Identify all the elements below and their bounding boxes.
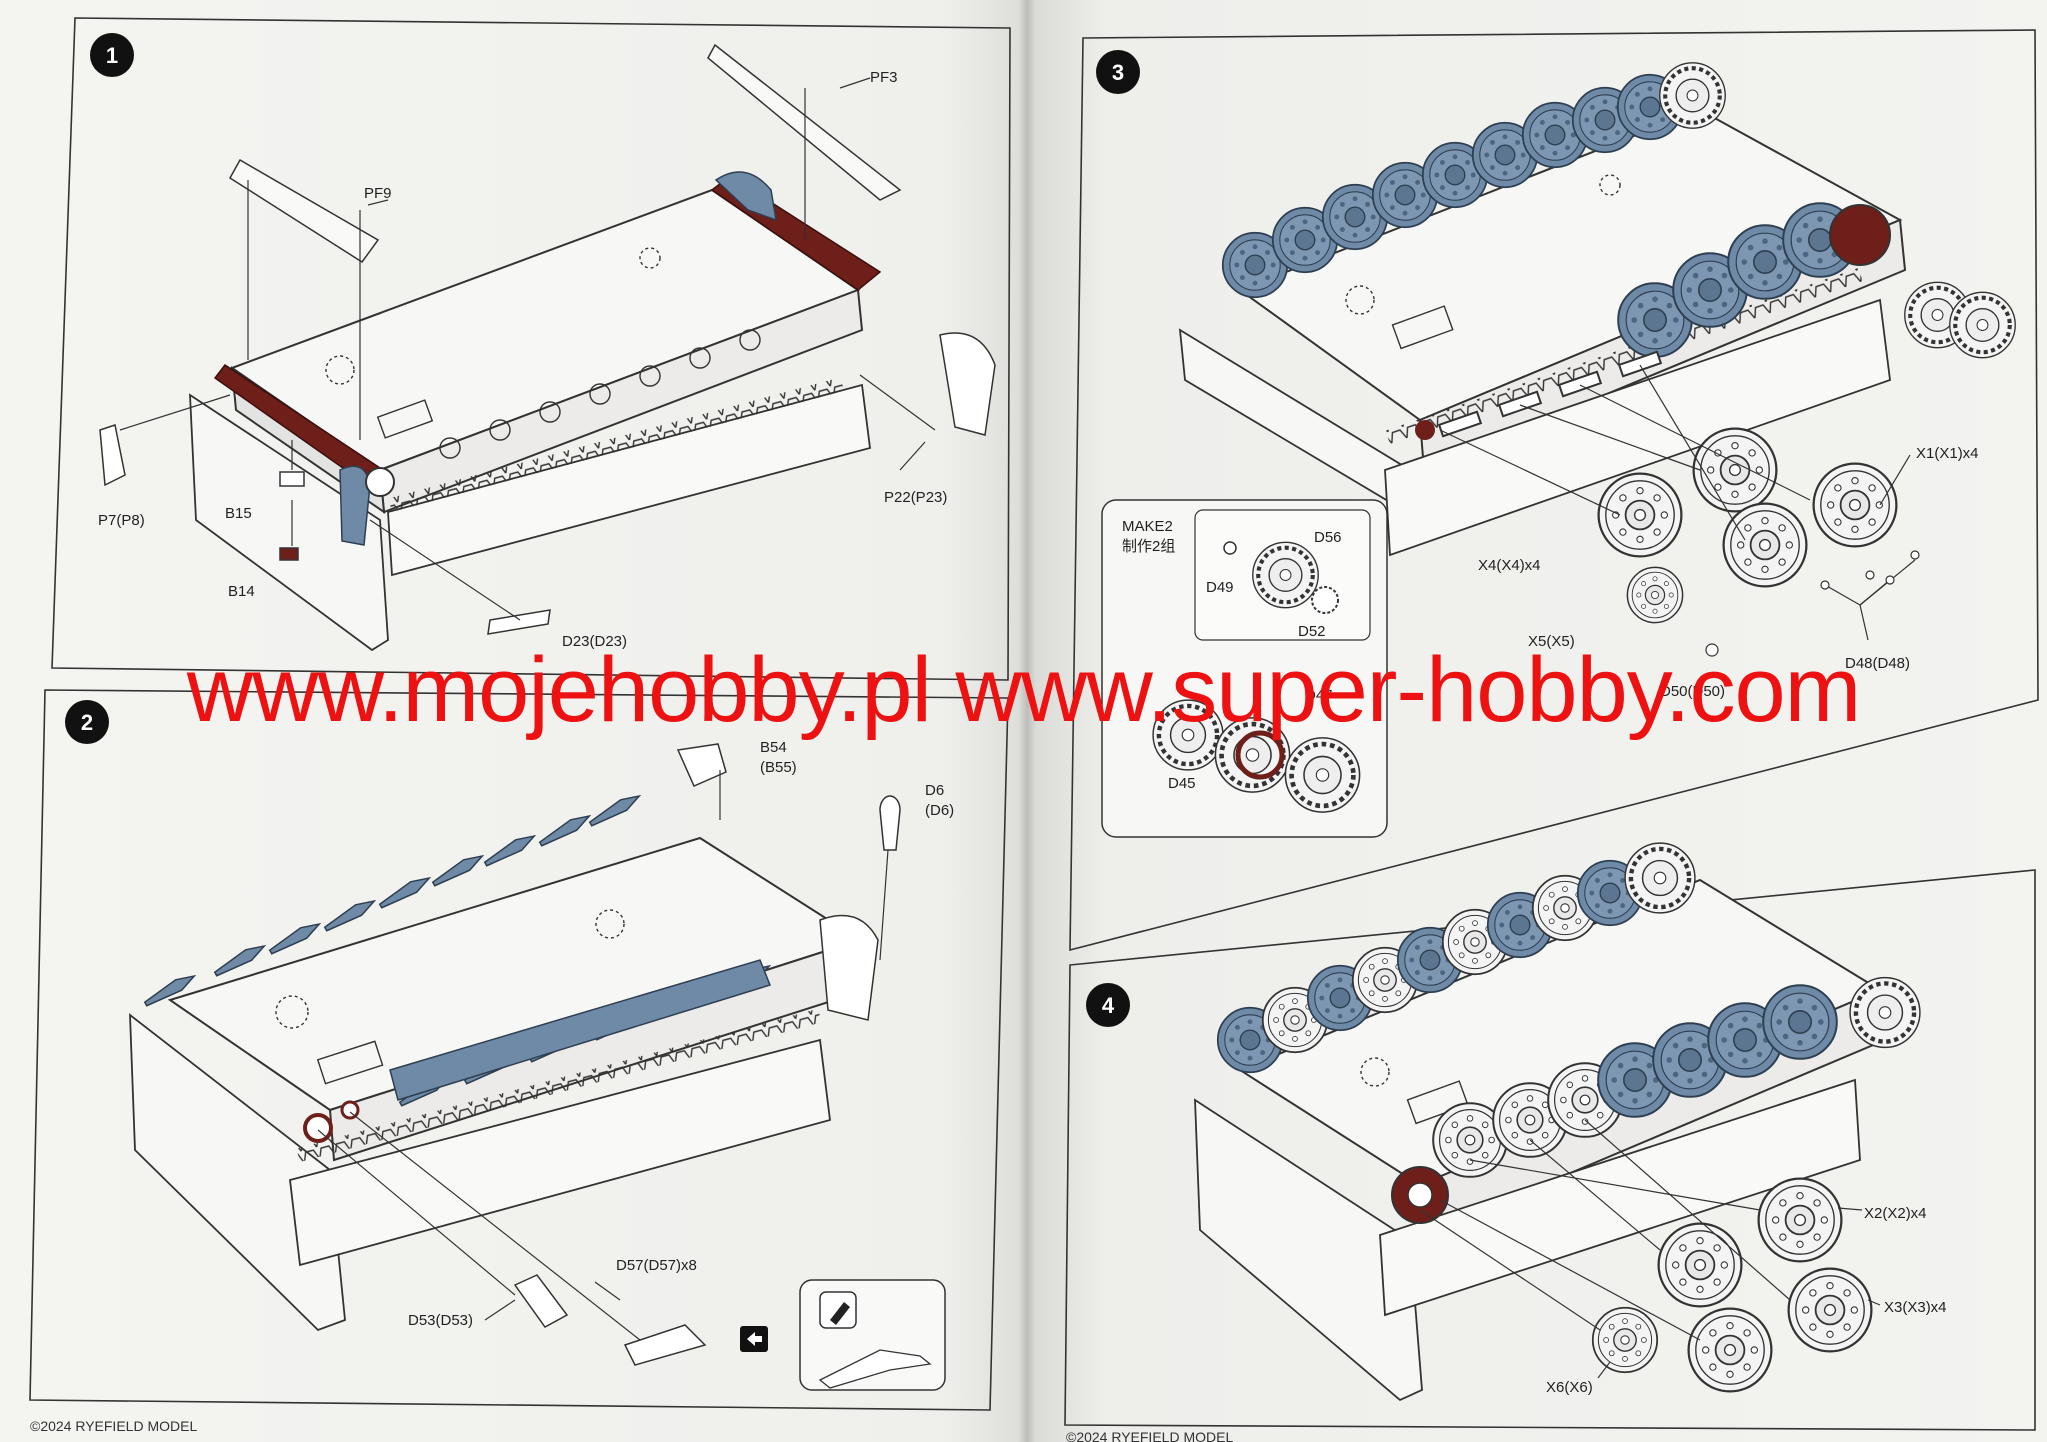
label-x6: X6(X6) — [1546, 1379, 1593, 1396]
label-b15: B15 — [225, 505, 252, 522]
label-d52: D52 — [1298, 623, 1326, 640]
label-x5: X5(X5) — [1528, 633, 1575, 650]
label-d47: D47 — [1305, 687, 1333, 704]
label-x3: X3(X3)x4 — [1884, 1299, 1947, 1316]
label-x4: X4(X4)x4 — [1478, 557, 1541, 574]
hull-step1 — [189, 171, 882, 652]
step-4-badge: 4 — [1086, 983, 1130, 1027]
step-2-badge: 2 — [65, 700, 109, 744]
arrow-next-icon — [740, 1326, 768, 1352]
label-d45: D45 — [1168, 775, 1196, 792]
step-2-number: 2 — [81, 710, 93, 735]
label-b55: (B55) — [760, 759, 797, 776]
label-pf3: PF3 — [870, 69, 898, 86]
hull-step3 — [1178, 63, 1907, 557]
glue-icon — [830, 1302, 850, 1325]
step-1-badge: 1 — [90, 33, 134, 77]
label-d6b: (D6) — [925, 802, 954, 819]
label-d48: D48(D48) — [1845, 655, 1910, 672]
label-d56: D56 — [1314, 529, 1342, 546]
step-3-number: 3 — [1112, 60, 1124, 85]
label-p7: P7(P8) — [98, 512, 145, 529]
label-b54: B54 — [760, 739, 787, 756]
make2-subassembly: MAKE2 制作2组 D56 D49 D52 D47 D45 — [1101, 499, 1388, 838]
label-d57: D57(D57)x8 — [616, 1257, 697, 1274]
book-gutter — [1018, 0, 1036, 1442]
step-1-panel: 1 — [51, 17, 1011, 681]
hull-step4 — [1194, 843, 1920, 1402]
label-d53: D53(D53) — [408, 1312, 473, 1329]
label-x2: X2(X2)x4 — [1864, 1205, 1927, 1222]
step-4-number: 4 — [1102, 993, 1115, 1018]
label-d23: D23(D23) — [562, 633, 627, 650]
label-d6: D6 — [925, 782, 944, 799]
drive-sprocket-b — [1950, 292, 2015, 357]
step-4-panel: 4 — [1064, 843, 2036, 1431]
hull-step2 — [129, 790, 879, 1332]
step-3-panel: 3 — [1069, 29, 2039, 952]
glue-detail-box — [799, 1279, 946, 1391]
make2-title: MAKE2 — [1122, 518, 1173, 535]
label-pf9: PF9 — [364, 185, 392, 202]
watermark-text: www.mojehobby.pl www.super-hobby.com — [186, 639, 1862, 741]
label-p22: P22(P23) — [884, 489, 947, 506]
step-2-panel: 2 — [29, 689, 1009, 1411]
step-1-number: 1 — [106, 43, 118, 68]
label-d50: D50(D50) — [1660, 683, 1725, 700]
make2-subtitle: 制作2组 — [1122, 538, 1175, 555]
step-3-badge: 3 — [1096, 50, 1140, 94]
label-d49: D49 — [1206, 579, 1234, 596]
footer-copyright-left: ©2024 RYEFIELD MODEL — [30, 1418, 198, 1434]
label-b14: B14 — [228, 583, 255, 600]
label-x1: X1(X1)x4 — [1916, 445, 1979, 462]
footer-copyright-right: ©2024 RYEFIELD MODEL — [1066, 1432, 1234, 1442]
